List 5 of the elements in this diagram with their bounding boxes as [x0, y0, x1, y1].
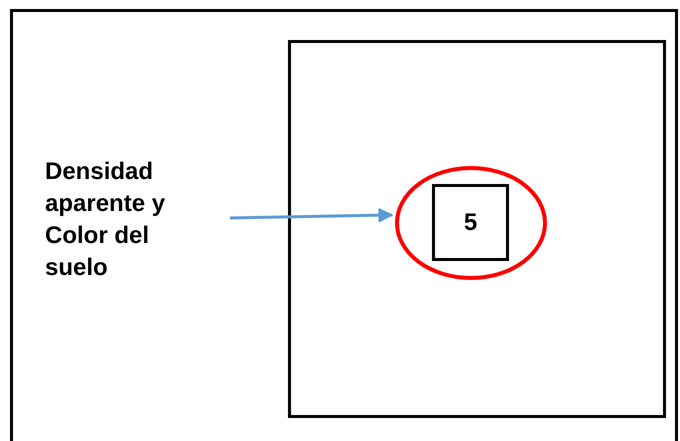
node-number: 5 [464, 210, 478, 234]
square-frame [288, 40, 666, 418]
number-box [432, 184, 509, 261]
annotation-text: Densidad aparente y Color del suelo [45, 157, 166, 283]
arrow [230, 208, 394, 223]
